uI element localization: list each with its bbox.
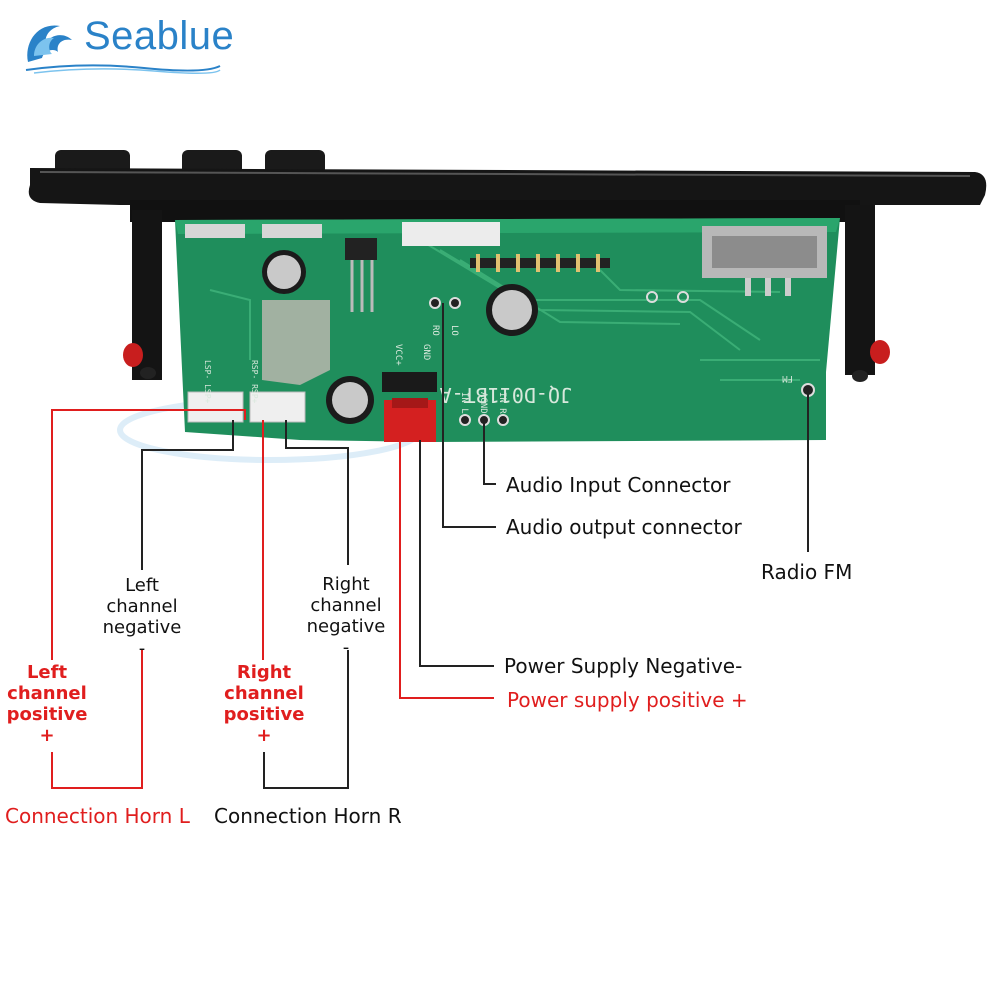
label-connection-horn-r: Connection Horn R bbox=[214, 804, 402, 828]
silk-vcc: VCC+ bbox=[393, 344, 403, 366]
label-right-channel-negative: Right channel negative - bbox=[296, 574, 396, 658]
line-power-positive bbox=[399, 440, 494, 699]
label-line: Right bbox=[236, 662, 292, 683]
line-audio-input bbox=[483, 422, 496, 485]
label-line: positive bbox=[6, 704, 88, 725]
label-line: channel bbox=[224, 683, 304, 704]
silk-gnd: GND bbox=[421, 344, 431, 360]
line-left-positive bbox=[51, 409, 246, 660]
line-left-negative bbox=[141, 420, 234, 570]
line-audio-output bbox=[442, 303, 496, 528]
label-line: channel bbox=[7, 683, 87, 704]
mp3-decoder-board: JQ-D011BT-A RO LO GND VCC+ IN L AGND IN … bbox=[28, 150, 987, 463]
label-line: - bbox=[138, 638, 146, 659]
label-right-channel-positive: Right channel positive + bbox=[214, 662, 314, 746]
silk-rsp: RSP- RSP+ bbox=[250, 360, 259, 404]
label-power-positive: Power supply positive + bbox=[507, 688, 748, 712]
label-line: positive bbox=[223, 704, 305, 725]
seablue-wave-icon bbox=[27, 25, 72, 62]
silk-fm: FM bbox=[782, 373, 793, 383]
label-line: channel bbox=[310, 595, 382, 616]
label-line: + bbox=[256, 725, 272, 746]
label-line: Left bbox=[125, 575, 159, 596]
silk-lo: LO bbox=[449, 325, 459, 336]
label-line: channel bbox=[106, 596, 178, 617]
line-left-positive-bottom bbox=[51, 650, 143, 789]
line-power-negative bbox=[419, 440, 494, 667]
brand-underline bbox=[25, 64, 221, 75]
label-audio-output: Audio output connector bbox=[506, 515, 742, 539]
brand-name: Seablue bbox=[84, 14, 235, 58]
label-power-negative: Power Supply Negative- bbox=[504, 654, 743, 678]
line-right-negative bbox=[285, 420, 349, 565]
label-line: negative bbox=[306, 616, 386, 637]
label-line: - bbox=[342, 637, 350, 658]
silk-in-r: IN R bbox=[497, 392, 507, 414]
board-model-text: JQ-D011BT-A bbox=[440, 383, 572, 407]
label-connection-horn-l: Connection Horn L bbox=[5, 804, 190, 828]
silk-in-l: IN L bbox=[459, 392, 469, 414]
silk-ro: RO bbox=[430, 325, 440, 336]
label-line: + bbox=[39, 725, 55, 746]
label-line: Right bbox=[322, 574, 370, 595]
line-right-bottom bbox=[263, 650, 349, 789]
label-left-channel-positive: Left channel positive + bbox=[0, 662, 94, 746]
label-radio-fm: Radio FM bbox=[761, 560, 853, 584]
label-line: Left bbox=[26, 662, 68, 683]
label-left-channel-negative: Left channel negative - bbox=[92, 575, 192, 659]
silk-lsp: LSP- LSP+ bbox=[203, 360, 212, 404]
label-audio-input: Audio Input Connector bbox=[506, 473, 731, 497]
silk-agnd: AGND bbox=[478, 392, 488, 414]
label-line: negative bbox=[102, 617, 182, 638]
